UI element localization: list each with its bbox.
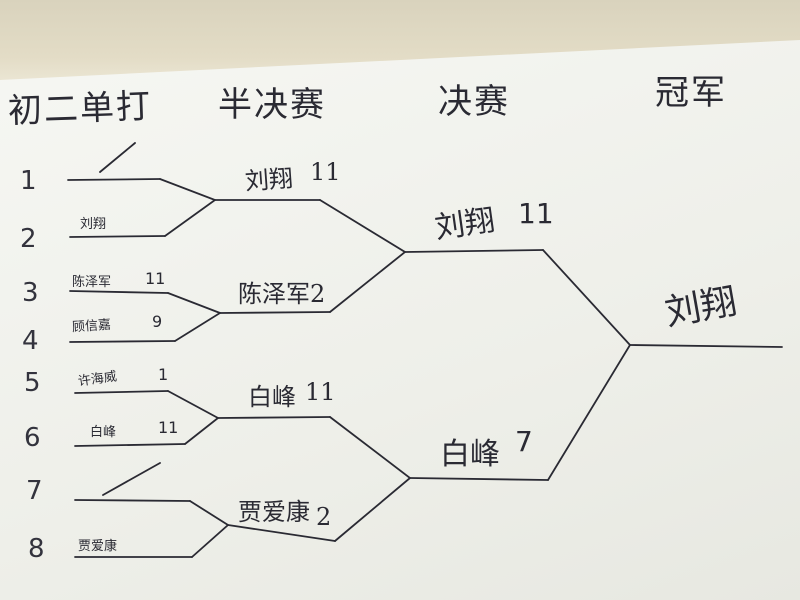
seed-number: 6 bbox=[24, 423, 41, 453]
seed-number: 8 bbox=[28, 534, 45, 564]
semi-player-name: 白峰 bbox=[248, 383, 296, 411]
round1-player-score: 11 bbox=[145, 269, 166, 288]
semi-player-score: 2 bbox=[310, 280, 326, 308]
bye-slash-1 bbox=[99, 142, 136, 173]
final-line-1 bbox=[404, 249, 544, 253]
semi-player-score: 2 bbox=[316, 503, 332, 531]
semi-player-name: 刘翔 bbox=[244, 164, 294, 196]
slot-line-2 bbox=[69, 235, 166, 238]
semi-player-score: 11 bbox=[310, 158, 341, 186]
round1-player-name: 顾信嘉 bbox=[71, 317, 112, 336]
champion-line bbox=[629, 344, 783, 348]
semi-line-4 bbox=[227, 524, 336, 542]
semi-player-name: 陈泽军 bbox=[238, 280, 310, 308]
seed-number: 5 bbox=[24, 368, 41, 398]
round1-player-name: 贾爱康 bbox=[78, 539, 118, 554]
semi-player-name: 贾爱康 bbox=[238, 498, 310, 526]
round1-player-name: 陈泽军 bbox=[72, 275, 112, 290]
slot-line-4 bbox=[69, 340, 176, 343]
seed-number: 1 bbox=[20, 166, 37, 196]
round1-player-name: 白峰 bbox=[90, 425, 117, 440]
semi-line-3 bbox=[217, 416, 331, 419]
round1-player-score: 11 bbox=[158, 418, 179, 437]
final-line-2 bbox=[409, 477, 549, 481]
final-player-name: 刘翔 bbox=[432, 202, 498, 247]
header-final: 决赛 bbox=[438, 82, 510, 122]
slot-line-6 bbox=[74, 443, 186, 447]
seed-number: 2 bbox=[20, 224, 37, 254]
semi-player-score: 11 bbox=[305, 378, 336, 406]
final-player-score: 7 bbox=[515, 425, 533, 458]
seed-number: 4 bbox=[22, 326, 39, 356]
final-player-score: 11 bbox=[518, 197, 554, 230]
slot-line-5 bbox=[74, 390, 169, 394]
header-semifinal: 半决赛 bbox=[218, 85, 326, 125]
round1-player-score: 1 bbox=[158, 365, 169, 384]
header-champion: 冠军 bbox=[655, 73, 727, 113]
header-round1: 初二单打 bbox=[7, 86, 153, 132]
round1-player-name: 刘翔 bbox=[80, 217, 107, 232]
semi-line-2 bbox=[219, 311, 331, 314]
seed-number: 3 bbox=[22, 278, 39, 308]
seed-number: 7 bbox=[26, 476, 43, 506]
final-player-name: 白峰 bbox=[440, 437, 500, 472]
paper-sheet bbox=[0, 40, 800, 600]
round1-player-score: 9 bbox=[152, 312, 163, 331]
slot-line-3 bbox=[69, 290, 169, 294]
bye-slash-7 bbox=[102, 462, 161, 496]
slot-line-1 bbox=[67, 178, 161, 181]
slot-line-7 bbox=[74, 499, 191, 502]
